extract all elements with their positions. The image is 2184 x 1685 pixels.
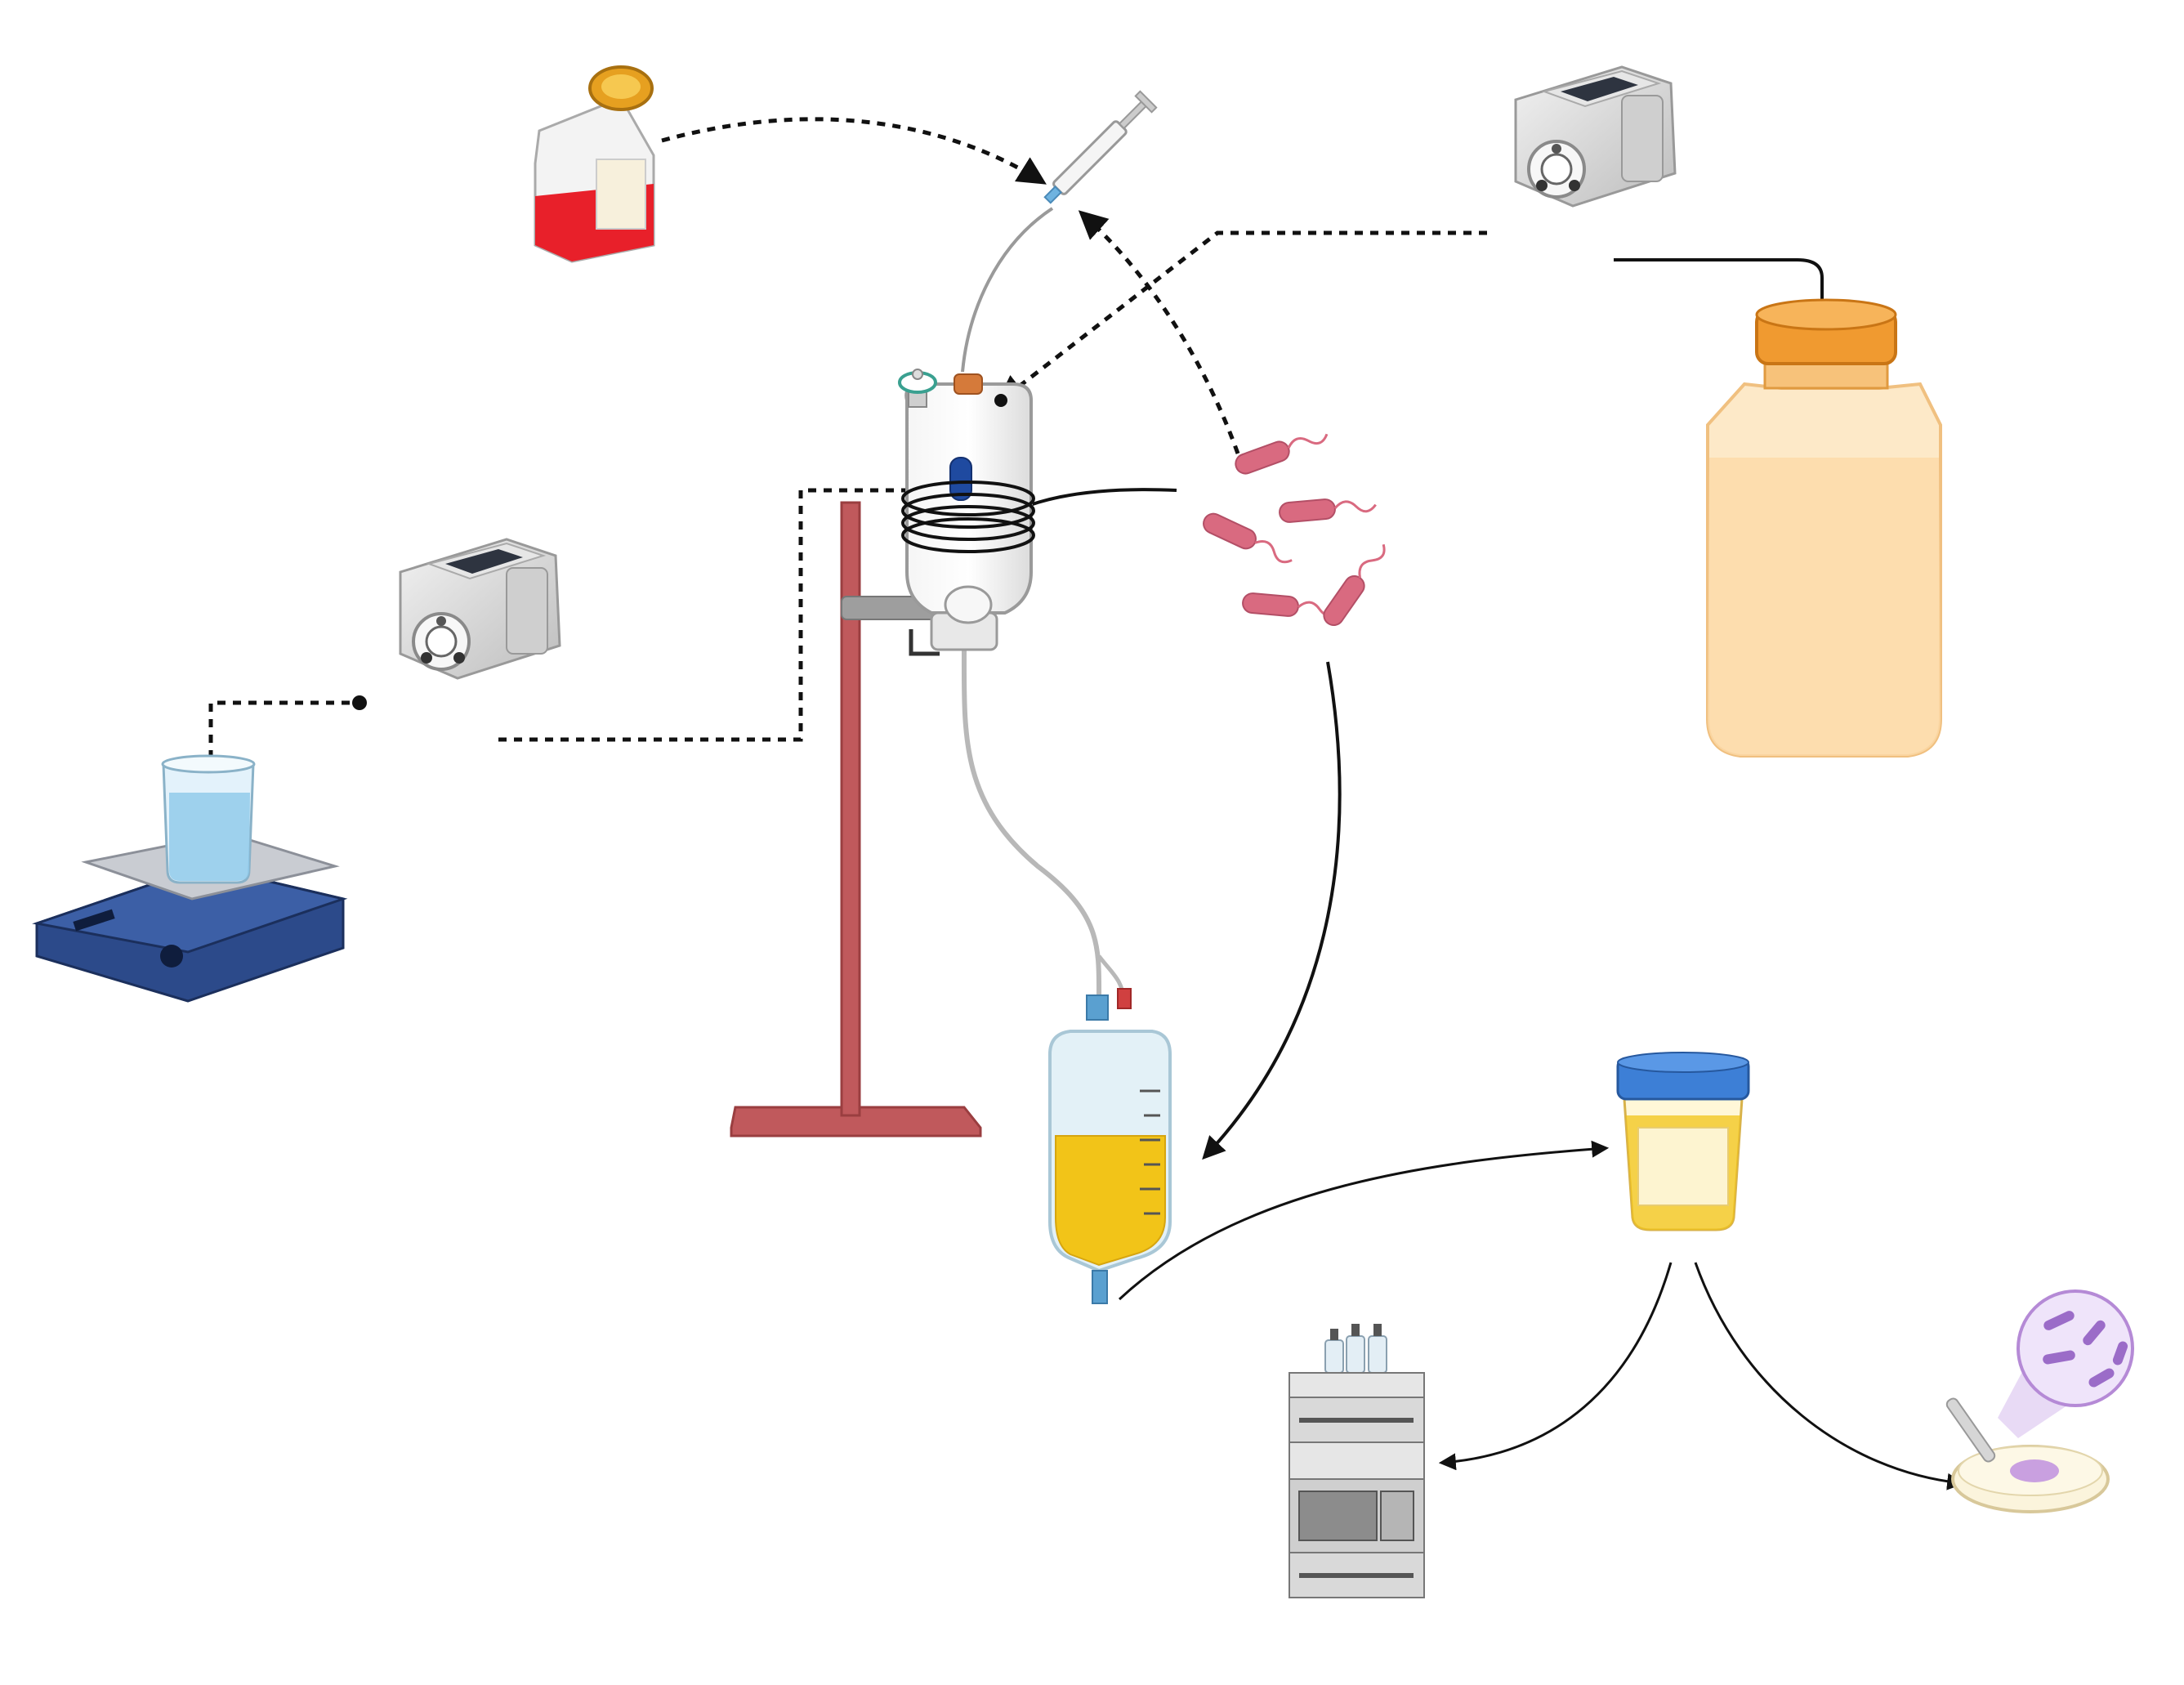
tube-right-pump-to-vessel [996,230,1487,404]
arrow-bacteria-to-bag [1202,661,1342,1160]
arrow-cup-to-plate[interactable] [1694,1262,1965,1491]
syringe [1043,90,1158,204]
agar-plate-with-magnifier [1945,1289,2134,1513]
pump-to-bottle-tube [1614,258,1824,302]
urine-drainage-bag [1048,988,1172,1304]
bacterium-3 [1277,494,1378,525]
peristaltic-pump-top-right [1514,65,1677,208]
bacterium-5 [1319,537,1393,631]
solvent-bottles [1324,1324,1387,1374]
bacterium-1 [1231,423,1332,478]
vessel-to-bag-tube [961,645,1102,1006]
tube-bacteria-to-syringe [1078,210,1240,454]
arrow-cup-to-hplc[interactable] [1438,1262,1673,1471]
syringe-to-vessel-tube [961,207,1054,373]
tube-flask-to-syringe [661,117,1047,185]
magnetic-stirrer-with-beaker [32,754,348,1003]
glass-bladder-vessel [898,369,1035,651]
tube-pump-to-vessel [498,488,907,742]
retort-stand [730,501,982,1137]
culture-flask-red-medium [534,65,655,263]
peristaltic-pump-left [399,538,561,680]
medium-bottle-orange-cap [1706,298,1942,758]
pump-left-inlet-dot [352,695,367,710]
hplc-system [1289,1324,1425,1598]
arrow-bag-to-cup[interactable] [1118,1140,1610,1301]
bacteria-cluster [1199,423,1393,631]
urine-specimen-cup [1616,1052,1750,1231]
